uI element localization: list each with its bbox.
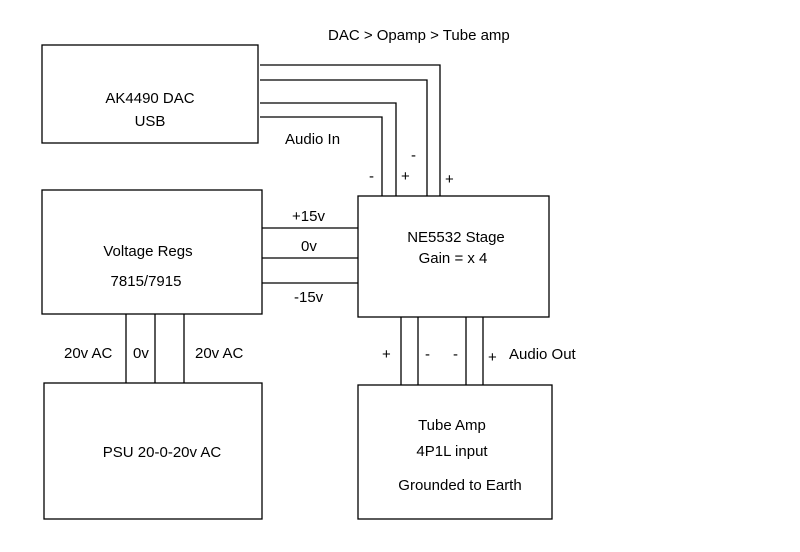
voltage-regs-name: Voltage Regs <box>103 243 192 260</box>
audio-in-label: Audio In <box>285 131 340 148</box>
audio-in-wires <box>260 64 441 196</box>
voltage-regs-block: Voltage Regs 7815/7915 <box>41 189 263 315</box>
audio-in-minus-2: - <box>411 147 416 164</box>
rail-plus15-label: +15v <box>292 208 325 225</box>
tube-amp-input: 4P1L input <box>416 443 488 460</box>
dac-block: AK4490 DAC USB <box>41 44 259 144</box>
audio-in-minus-1: - <box>369 168 374 185</box>
diagram-title: DAC > Opamp > Tube amp <box>328 27 510 44</box>
ac-wires <box>125 314 185 383</box>
audio-out-label: Audio Out <box>509 346 577 363</box>
supply-rails <box>262 227 358 284</box>
psu-name: PSU 20-0-20v AC <box>103 444 222 461</box>
tube-amp-ground: Grounded to Earth <box>398 477 521 494</box>
ac-center-label: 0v <box>133 345 149 362</box>
rail-minus15-label: -15v <box>294 289 324 306</box>
rail-0v-label: 0v <box>301 238 317 255</box>
audio-out-minus-1: - <box>425 346 430 363</box>
audio-in-plus-1: + <box>401 168 410 185</box>
ac-right-label: 20v AC <box>195 345 244 362</box>
audio-out-wires <box>400 317 484 385</box>
dac-block-interface: USB <box>135 113 166 130</box>
psu-block: PSU 20-0-20v AC <box>43 382 263 520</box>
voltage-regs-parts: 7815/7915 <box>111 273 182 290</box>
tube-amp-name: Tube Amp <box>418 417 486 434</box>
ac-left-label: 20v AC <box>64 345 113 362</box>
tube-amp-block: Tube Amp 4P1L input Grounded to Earth <box>357 384 553 520</box>
ne5532-stage-block: NE5532 Stage Gain = x 4 <box>357 195 550 318</box>
audio-out-plus-1: + <box>382 346 391 363</box>
dac-block-name: AK4490 DAC <box>105 90 194 107</box>
stage-name: NE5532 Stage <box>407 229 505 246</box>
audio-out-plus-2: + <box>488 349 497 366</box>
audio-out-minus-2: - <box>453 346 458 363</box>
audio-in-plus-2: + <box>445 171 454 188</box>
stage-gain: Gain = x 4 <box>419 250 488 267</box>
